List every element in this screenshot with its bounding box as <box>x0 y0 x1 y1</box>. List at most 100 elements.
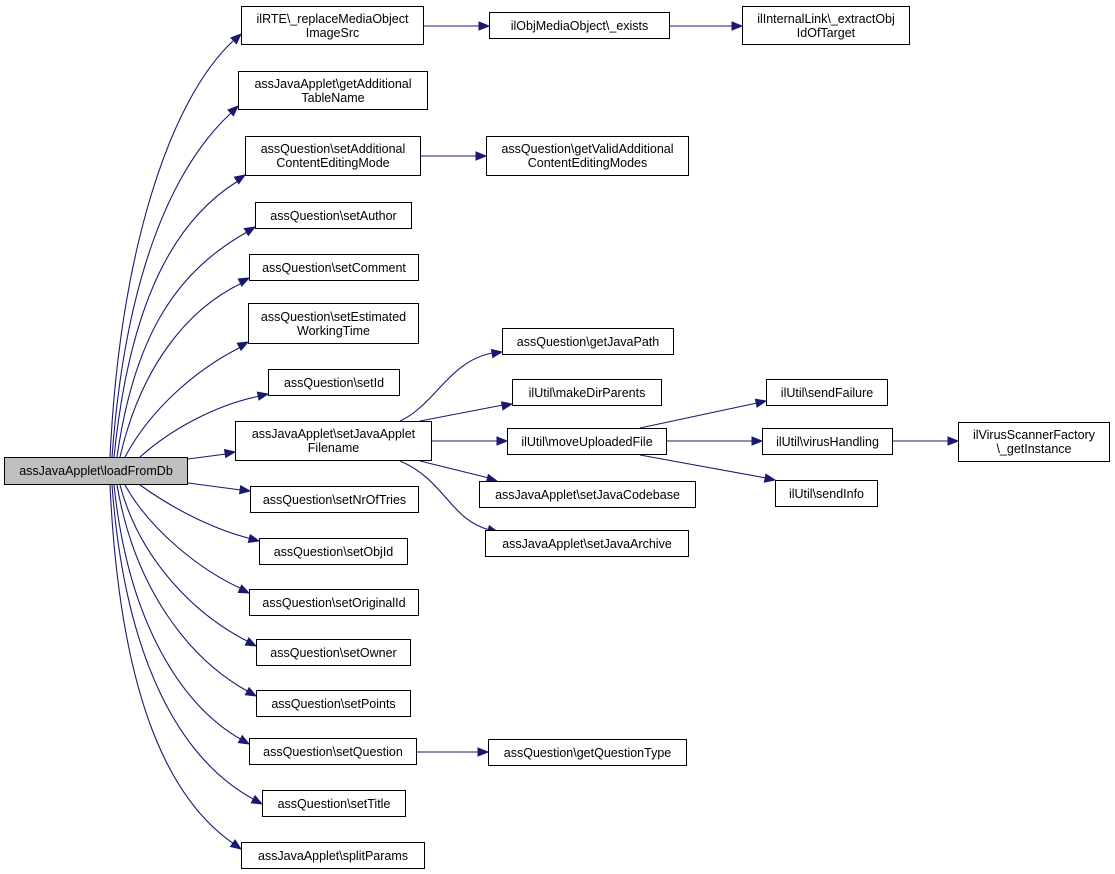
edge-move-virus-arrowhead <box>751 436 764 446</box>
edge-move-failure-line <box>639 402 758 429</box>
edge-root-get-additional-table-line <box>111 112 232 458</box>
edge-root-set-points-line <box>116 484 250 693</box>
node-set-nr-of-tries[interactable]: assQuestion\setNrOfTries <box>250 486 419 513</box>
edge-question-type <box>417 747 490 757</box>
edge-root-set-obj-id-arrowhead <box>247 533 261 544</box>
node-move-uploaded-file[interactable]: ilUtil\moveUploadedFile <box>507 428 667 455</box>
node-get-additional-table[interactable]: assJavaApplet\getAdditional TableName <box>238 71 428 110</box>
edge-filename-make-dir-line <box>419 404 504 422</box>
edge-root-replace-media-arrowhead <box>230 33 242 45</box>
edge-filename-java-path <box>399 348 504 422</box>
edge-move-failure <box>639 398 768 429</box>
edge-root-replace-media-line <box>109 40 234 458</box>
edge-move-info-line <box>639 454 767 479</box>
edge-filename-codebase <box>419 460 499 483</box>
edge-replace-exists-arrowhead <box>478 21 491 31</box>
edge-root-set-question-arrowhead <box>237 734 251 745</box>
edge-virus-scanner-arrowhead <box>947 436 960 446</box>
edge-root-set-estimated-arrowhead <box>236 341 250 352</box>
node-virus-scanner[interactable]: ilVirusScannerFactory \_getInstance <box>958 422 1110 462</box>
edge-root-set-question <box>113 484 251 745</box>
edge-root-set-points-arrowhead <box>244 686 258 697</box>
edge-filename-make-dir-arrowhead <box>500 401 514 411</box>
edge-root-set-nr-of-tries <box>187 482 252 495</box>
edge-root-set-owner-arrowhead <box>244 637 258 647</box>
node-set-estimated[interactable]: assQuestion\setEstimated WorkingTime <box>248 303 419 344</box>
edge-root-set-additional <box>113 174 247 458</box>
edge-root-set-additional-arrowhead <box>233 174 247 185</box>
edge-move-failure-arrowhead <box>754 398 768 408</box>
edge-root-set-nr-of-tries-line <box>187 482 242 491</box>
node-split-params[interactable]: assJavaApplet\splitParams <box>241 842 425 869</box>
edge-root-set-comment-arrowhead <box>237 277 251 287</box>
edge-root-split-params-arrowhead <box>229 839 243 850</box>
edge-root-set-estimated <box>124 341 250 458</box>
node-set-points[interactable]: assQuestion\setPoints <box>256 690 411 717</box>
node-set-java-applet-filename[interactable]: assJavaApplet\setJavaApplet Filename <box>235 421 432 461</box>
edge-root-set-id-arrowhead <box>256 391 270 401</box>
edge-root-set-points <box>116 484 258 697</box>
edge-root-set-nr-of-tries-arrowhead <box>238 484 252 495</box>
node-send-failure[interactable]: ilUtil\sendFailure <box>766 379 888 406</box>
edge-move-info-arrowhead <box>763 473 777 483</box>
edge-root-set-filename-arrowhead <box>223 448 237 459</box>
node-root[interactable]: assJavaApplet\loadFromDb <box>4 457 188 485</box>
node-send-info[interactable]: ilUtil\sendInfo <box>775 480 878 507</box>
edge-root-get-additional-table <box>111 105 239 458</box>
edge-filename-archive-line <box>399 460 491 531</box>
edge-root-set-title-arrowhead <box>250 794 264 805</box>
edge-root-set-author <box>116 226 257 458</box>
node-set-question[interactable]: assQuestion\setQuestion <box>249 738 417 765</box>
node-get-java-path[interactable]: assQuestion\getJavaPath <box>502 328 674 355</box>
node-set-original-id[interactable]: assQuestion\setOriginalId <box>249 589 419 616</box>
edge-root-set-estimated-line <box>124 346 242 458</box>
edge-root-set-id-line <box>139 395 261 458</box>
edge-root-set-filename <box>187 448 237 460</box>
edge-root-set-original-id <box>124 484 251 594</box>
node-set-id[interactable]: assQuestion\setId <box>268 369 400 396</box>
edge-filename-move <box>432 436 509 446</box>
edge-root-replace-media <box>109 33 242 458</box>
edge-root-set-comment-line <box>119 282 243 458</box>
edge-filename-codebase-line <box>419 460 490 479</box>
node-replace-media[interactable]: ilRTE\_replaceMediaObject ImageSrc <box>241 6 424 45</box>
edge-filename-java-path-line <box>399 352 494 422</box>
node-set-owner[interactable]: assQuestion\setOwner <box>256 639 411 666</box>
edge-root-get-additional-table-arrowhead <box>227 105 239 117</box>
edge-additional-valid <box>421 151 488 161</box>
edge-root-split-params <box>109 484 243 850</box>
edge-root-set-obj-id <box>139 484 261 544</box>
node-virus-handling[interactable]: ilUtil\virusHandling <box>762 428 893 455</box>
node-set-author[interactable]: assQuestion\setAuthor <box>255 202 412 229</box>
edge-root-set-obj-id-line <box>139 484 253 540</box>
edge-filename-move-arrowhead <box>496 436 509 446</box>
node-media-exists[interactable]: ilObjMediaObject\_exists <box>489 12 670 39</box>
node-extract-obj[interactable]: ilInternalLink\_extractObj IdOfTarget <box>742 6 910 45</box>
edge-root-set-owner-line <box>119 484 250 643</box>
edge-virus-scanner <box>893 436 960 446</box>
node-set-comment[interactable]: assQuestion\setComment <box>249 254 419 281</box>
node-set-additional-content[interactable]: assQuestion\setAdditional ContentEditing… <box>245 136 421 176</box>
node-set-obj-id[interactable]: assQuestion\setObjId <box>259 538 408 565</box>
edge-root-set-filename-line <box>187 453 227 460</box>
edge-question-type-arrowhead <box>477 747 490 757</box>
edge-root-set-title-line <box>111 484 256 801</box>
edge-root-set-comment <box>119 277 251 458</box>
edge-root-set-owner <box>119 484 258 647</box>
node-set-title[interactable]: assQuestion\setTitle <box>262 790 406 817</box>
edge-root-set-original-id-line <box>124 484 243 590</box>
edge-root-set-author-line <box>116 231 248 458</box>
edge-root-set-question-line <box>113 484 243 741</box>
node-get-valid-additional[interactable]: assQuestion\getValidAdditional ContentEd… <box>486 136 689 176</box>
node-set-java-codebase[interactable]: assJavaApplet\setJavaCodebase <box>479 481 696 508</box>
node-get-question-type[interactable]: assQuestion\getQuestionType <box>488 739 687 766</box>
edge-exists-extract-arrowhead <box>731 21 744 31</box>
edge-move-virus <box>667 436 764 446</box>
edge-root-set-original-id-arrowhead <box>237 584 251 594</box>
node-make-dir-parents[interactable]: ilUtil\makeDirParents <box>512 379 662 406</box>
edge-root-set-title <box>111 484 264 805</box>
node-set-java-archive[interactable]: assJavaApplet\setJavaArchive <box>485 530 689 557</box>
edge-root-set-author-arrowhead <box>243 226 257 237</box>
edge-root-set-id <box>139 391 270 458</box>
